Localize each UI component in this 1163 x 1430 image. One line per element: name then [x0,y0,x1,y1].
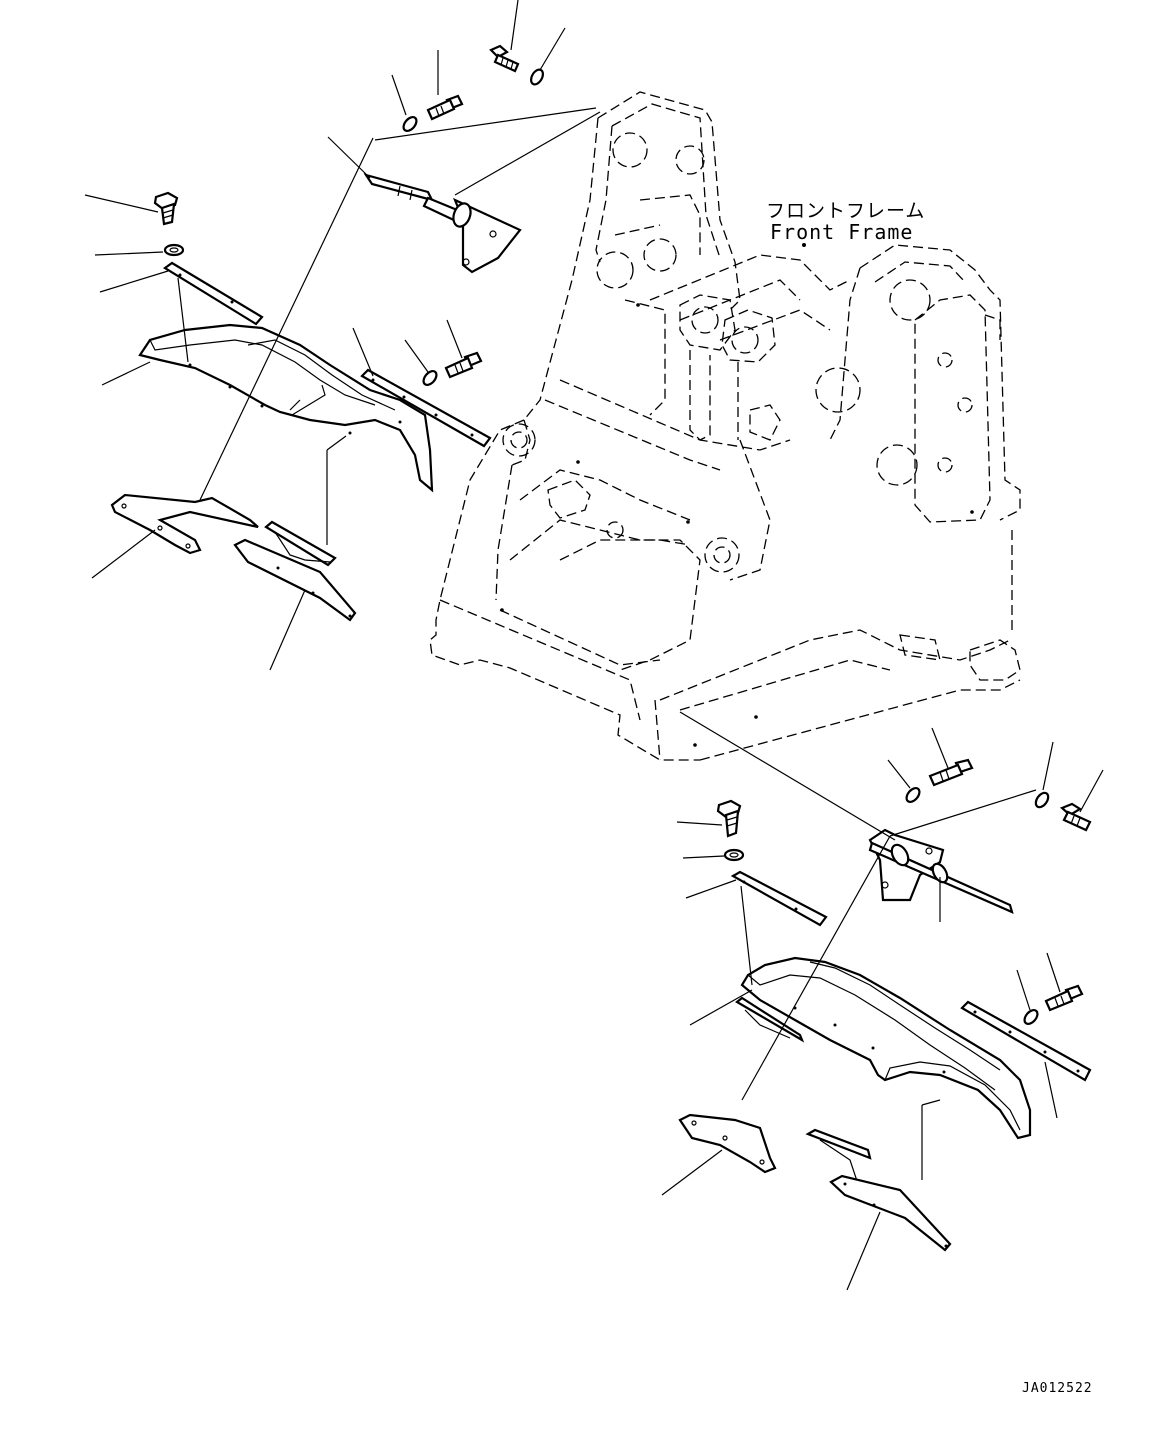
washer-icon [1033,791,1050,810]
washer-icon [401,115,419,134]
lower-bracket-left [112,495,258,553]
lower-bracket-left [680,998,802,1172]
front-frame [430,92,1020,760]
bolt-icon [155,193,177,224]
bolt-icon [1062,804,1090,830]
washer-icon [1022,1008,1040,1027]
frame-label-english: Front Frame [770,220,914,244]
side-strip [362,370,490,446]
mounting-plate [733,872,826,925]
frame-label-japanese: フロントフレーム [766,200,926,222]
washer-icon [904,786,922,805]
mounting-plate [165,263,262,324]
lower-bracket-right [808,1130,950,1250]
left-fender-group [85,0,600,670]
bolt-icon [491,46,518,71]
washer-icon [165,245,183,255]
side-strip [962,1002,1090,1080]
drawing-id: JA012522 [1022,1381,1093,1396]
hinge-bracket [870,830,1012,912]
washer-icon [725,850,743,860]
right-fender-group [662,530,1103,1290]
washer-icon [529,68,546,87]
bolt-icon [446,353,481,377]
lower-bracket-right [235,522,355,620]
hinge-bracket [366,175,520,272]
bolt-icon [428,96,462,119]
washer-icon [421,369,439,388]
bolt-icon [718,801,740,836]
right-fender [742,958,1030,1138]
bolt-icon [1046,986,1082,1010]
bolt-icon [930,760,972,785]
left-fender [140,325,432,490]
